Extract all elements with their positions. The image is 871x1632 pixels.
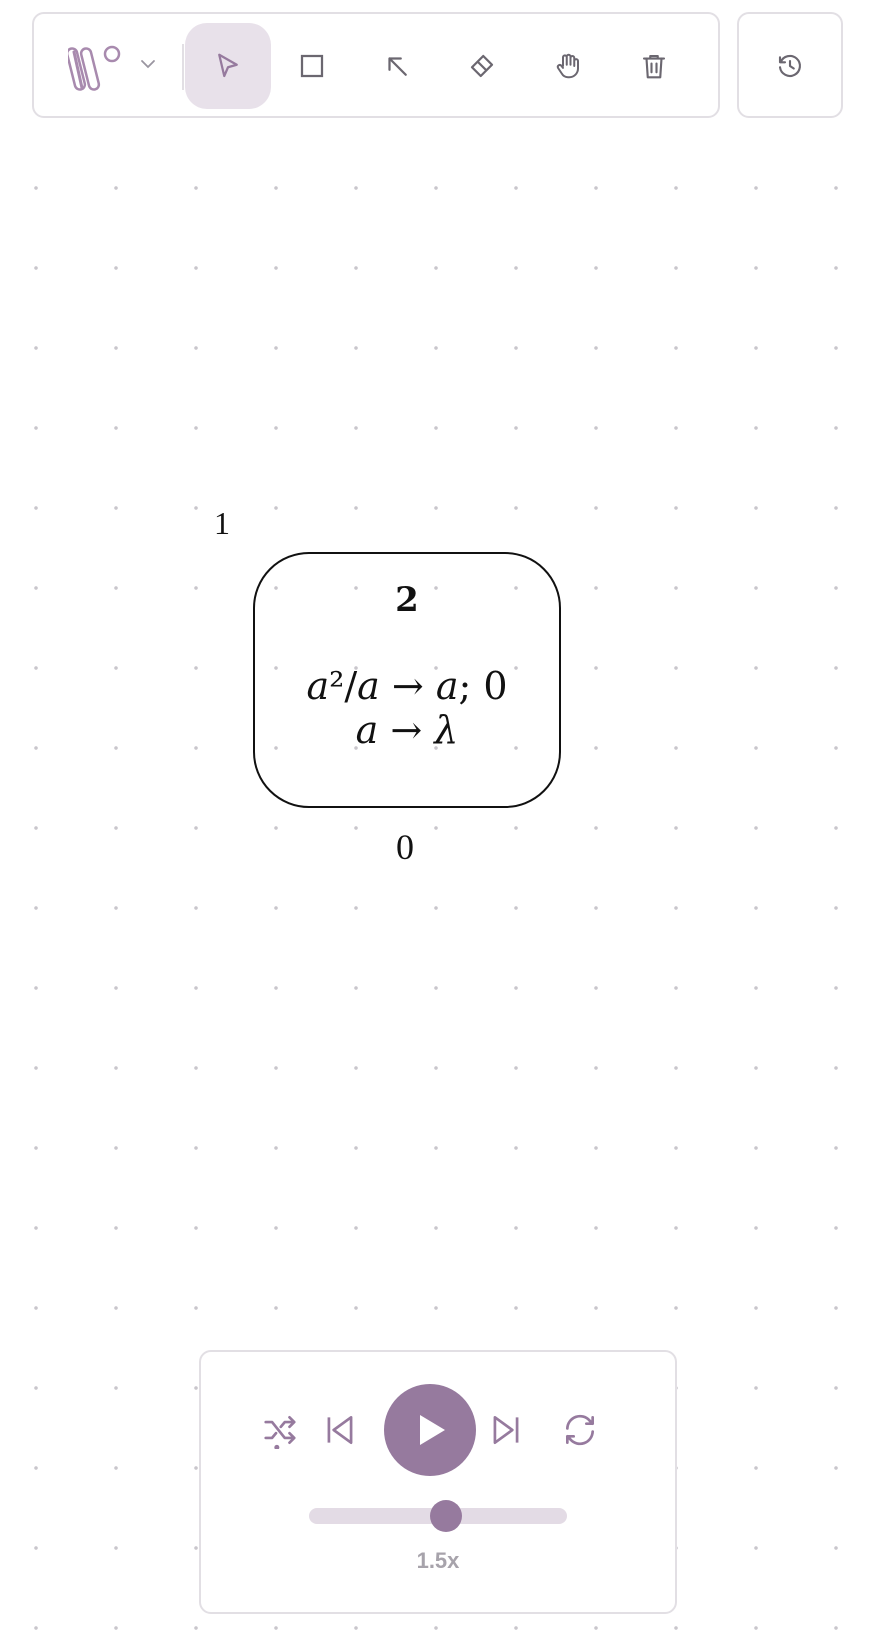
skip-back-icon <box>327 1415 353 1445</box>
playback-panel: 1.5x <box>199 1350 677 1614</box>
play-icon <box>420 1415 445 1445</box>
toolbar <box>32 12 720 118</box>
square-icon <box>300 54 324 78</box>
hand-tool-button[interactable] <box>525 23 611 109</box>
skip-forward-button[interactable] <box>487 1411 525 1449</box>
repeat-button[interactable] <box>561 1411 599 1449</box>
toolbar-divider <box>182 44 184 90</box>
rectangle-tool-button[interactable] <box>269 23 355 109</box>
repeat-icon <box>565 1414 595 1446</box>
node-outside-label-top: 1 <box>214 505 230 541</box>
node-rule-1: a²/a → a; 0 <box>306 664 508 708</box>
node-number: 2 <box>395 580 419 620</box>
shuffle-icon <box>264 1415 296 1449</box>
speed-label: 1.5x <box>416 1548 460 1573</box>
chevron-down-icon[interactable] <box>138 54 158 74</box>
hand-icon <box>556 53 579 79</box>
node-rule-2: a → λ <box>355 708 459 752</box>
diagram-node[interactable]: 2 a²/a → a; 0 a → λ <box>253 552 561 808</box>
shuffle-button[interactable] <box>261 1411 299 1449</box>
skip-back-button[interactable] <box>321 1411 359 1449</box>
arrow-up-left-icon <box>388 57 407 76</box>
speed-slider-thumb[interactable] <box>430 1500 462 1532</box>
history-button[interactable] <box>747 23 833 109</box>
trash-icon <box>642 54 666 79</box>
play-button[interactable] <box>384 1384 476 1476</box>
skip-forward-icon <box>493 1415 519 1445</box>
node-outside-label-bottom: 0 <box>396 827 414 867</box>
arrow-tool-button[interactable] <box>354 23 440 109</box>
history-icon <box>778 54 801 77</box>
delete-tool-button[interactable] <box>611 23 697 109</box>
eraser-icon <box>470 54 494 78</box>
select-tool-button[interactable] <box>185 23 271 109</box>
cursor-icon <box>218 53 238 78</box>
history-panel <box>737 12 843 118</box>
eraser-tool-button[interactable] <box>439 23 525 109</box>
app-logo-icon[interactable] <box>68 38 128 96</box>
